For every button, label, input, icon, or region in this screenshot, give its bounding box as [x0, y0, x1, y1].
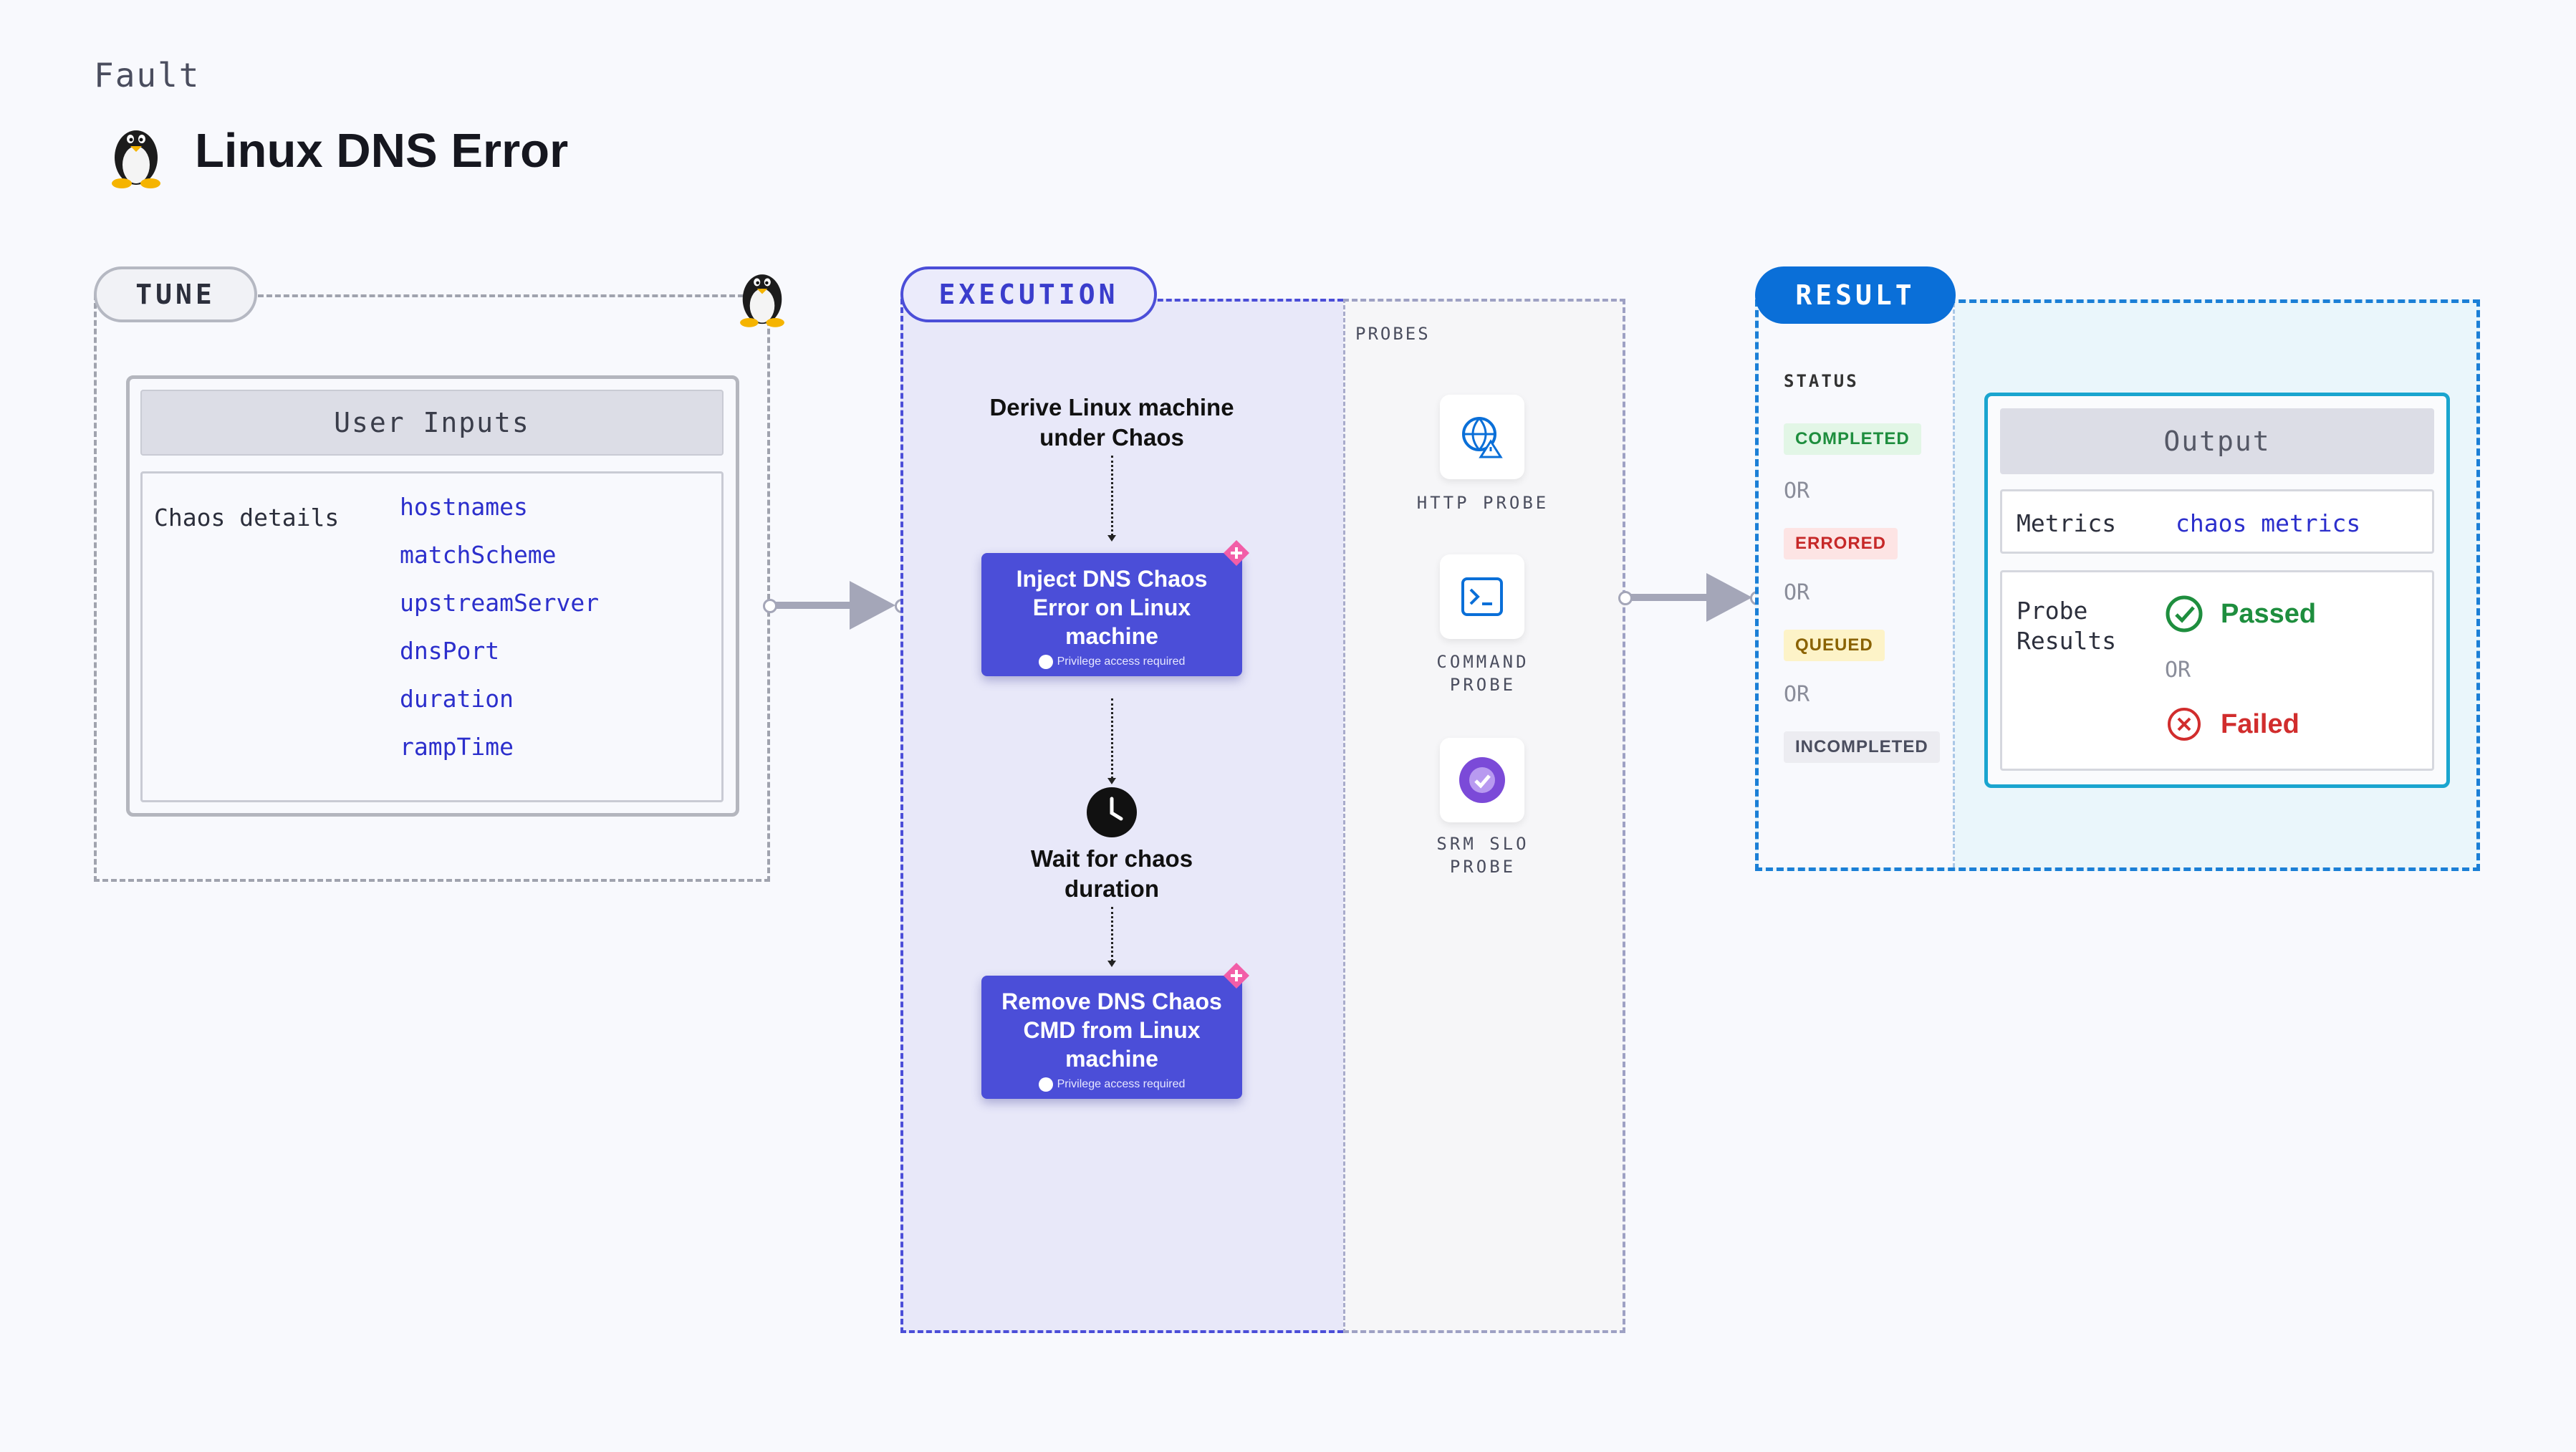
tune-frame	[94, 294, 770, 882]
or-text: OR	[1784, 479, 1810, 504]
flow-arrow-head	[850, 581, 895, 630]
or-text: OR	[1784, 682, 1810, 707]
passed-check-icon	[2166, 595, 2203, 633]
flow-connector-head	[1107, 778, 1116, 784]
result-section-label: RESULT	[1755, 266, 1956, 324]
flow-arrow-head	[1706, 573, 1752, 622]
flow-connector	[1111, 456, 1113, 536]
linux-tux-icon	[112, 130, 160, 188]
failed-x-icon	[2168, 708, 2201, 741]
status-badge-completed: COMPLETED	[1784, 423, 1921, 455]
param-ramptime: rampTime	[400, 733, 514, 761]
param-hostnames: hostnames	[400, 493, 528, 521]
param-duration: duration	[400, 685, 514, 713]
http-probe-icon	[1440, 395, 1524, 479]
lock-icon	[1038, 655, 1053, 669]
flow-connector-head	[1107, 961, 1116, 967]
or-text: OR	[1784, 580, 1810, 605]
param-upstreamserver: upstreamServer	[400, 589, 600, 617]
status-column	[1759, 303, 1955, 867]
param-matchscheme: matchScheme	[400, 541, 557, 569]
srm-slo-probe-icon	[1440, 738, 1524, 822]
tune-frame-top	[258, 294, 752, 297]
passed-text: Passed	[2221, 599, 2317, 629]
status-label: STATUS	[1784, 371, 1859, 391]
probes-label: PROBES	[1355, 324, 1431, 344]
command-probe-icon	[1440, 554, 1524, 639]
output-title: Output	[2000, 408, 2434, 474]
param-dnsport: dnsPort	[400, 637, 500, 665]
probe-results-row	[2000, 570, 2434, 771]
flow-arrow-line	[1630, 594, 1711, 601]
execution-section-label: EXECUTION	[900, 266, 1157, 322]
failed-text: Failed	[2221, 709, 2299, 739]
metrics-row	[2000, 489, 2434, 554]
harness-badge-icon	[1224, 963, 1249, 989]
status-badge-incompleted: INCOMPLETED	[1784, 731, 1940, 763]
status-badge-queued: QUEUED	[1784, 630, 1885, 661]
or-text: OR	[2165, 658, 2191, 683]
category-label: Fault	[94, 56, 201, 95]
page-title: Linux DNS Error	[195, 124, 569, 178]
tune-section-label: TUNE	[94, 266, 257, 322]
flow-arrow-line	[775, 602, 854, 609]
lock-icon	[1038, 1077, 1053, 1092]
user-inputs-body	[140, 471, 724, 802]
metrics-label: Metrics	[2017, 509, 2117, 537]
clock-icon	[1087, 787, 1137, 837]
metrics-value: chaos metrics	[2176, 509, 2361, 537]
harness-badge-icon	[1224, 540, 1249, 566]
user-inputs-title: User Inputs	[140, 390, 724, 456]
status-badge-errored: ERRORED	[1784, 528, 1898, 559]
chaos-details-label: Chaos details	[154, 504, 340, 532]
flow-connector	[1111, 907, 1113, 961]
linux-tux-icon	[740, 274, 784, 327]
flow-connector-head	[1107, 535, 1116, 542]
flow-connector	[1111, 698, 1113, 779]
http-probe-label: HTTP PROBE	[1416, 493, 1549, 513]
